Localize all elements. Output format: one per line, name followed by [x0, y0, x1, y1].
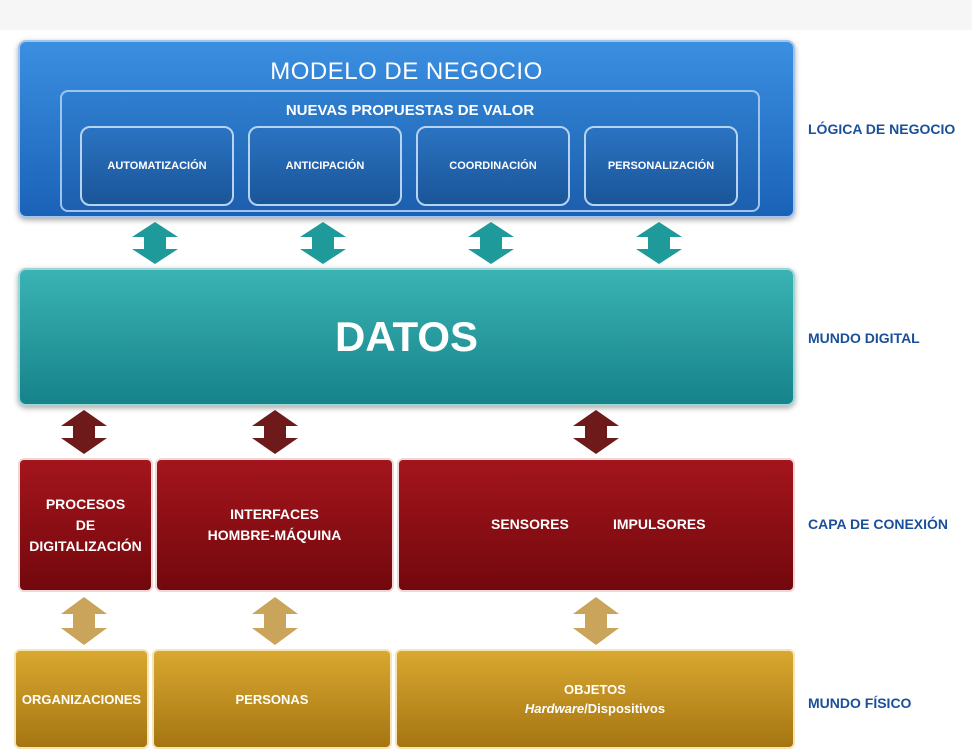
objects-subtitle-hardware: Hardware: [524, 701, 585, 716]
physical-world-label: MUNDO FÍSICO: [808, 695, 912, 711]
sensors-label: SENSORES: [491, 516, 569, 532]
double-arrow-icon: [132, 222, 178, 264]
double-arrow-icon: [573, 597, 619, 645]
objects-box: OBJETOS Hardware/Dispositivos: [395, 649, 795, 749]
coordination-box: COORDINACIÓN: [416, 126, 570, 206]
double-arrow-icon: [636, 222, 682, 264]
double-arrow-icon: [468, 222, 514, 264]
double-arrow-icon: [252, 597, 298, 645]
digitalization-processes-box: PROCESOS DE DIGITALIZACIÓN: [18, 458, 153, 592]
personalization-box: PERSONALIZACIÓN: [584, 126, 738, 206]
actuators-label: IMPULSORES: [613, 516, 706, 532]
business-model-title: MODELO DE NEGOCIO: [270, 58, 543, 85]
sensors-actuators-box: SENSORES IMPULSORES: [397, 458, 795, 592]
double-arrow-icon: [300, 222, 346, 264]
interfaces-line-2: HOMBRE-MÁQUINA: [207, 527, 342, 543]
double-arrow-icon: [61, 597, 107, 645]
top-background-strip: [0, 0, 972, 30]
people-box: PERSONAS: [152, 649, 392, 749]
interfaces-line-1: INTERFACES: [230, 506, 319, 522]
automation-box: AUTOMATIZACIÓN: [80, 126, 234, 206]
digital-world-label: MUNDO DIGITAL: [808, 330, 920, 346]
data-panel: DATOS: [18, 268, 795, 406]
value-proposals-panel: NUEVAS PROPUESTAS DE VALOR AUTOMATIZACIÓ…: [60, 90, 760, 212]
value-proposals-title: NUEVAS PROPUESTAS DE VALOR: [285, 102, 535, 119]
objects-subtitle: Hardware/Dispositivos: [525, 699, 665, 718]
anticipation-box: ANTICIPACIÓN: [248, 126, 402, 206]
objects-subtitle-devices: /Dispositivos: [584, 701, 666, 716]
processes-line-3: DIGITALIZACIÓN: [29, 537, 142, 554]
organizations-box: ORGANIZACIONES: [14, 649, 149, 749]
connection-layer-label: CAPA DE CONEXIÓN: [808, 516, 949, 532]
business-model-panel: MODELO DE NEGOCIO NUEVAS PROPUESTAS DE V…: [18, 40, 795, 218]
processes-line-2: DE: [75, 516, 96, 533]
double-arrow-icon: [61, 410, 107, 454]
objects-title: OBJETOS: [564, 682, 626, 697]
processes-line-1: PROCESOS: [45, 495, 126, 512]
human-machine-interfaces-box: INTERFACES HOMBRE-MÁQUINA: [155, 458, 394, 592]
business-logic-label: LÓGICA DE NEGOCIO: [808, 121, 956, 137]
double-arrow-icon: [252, 410, 298, 454]
double-arrow-icon: [573, 410, 619, 454]
